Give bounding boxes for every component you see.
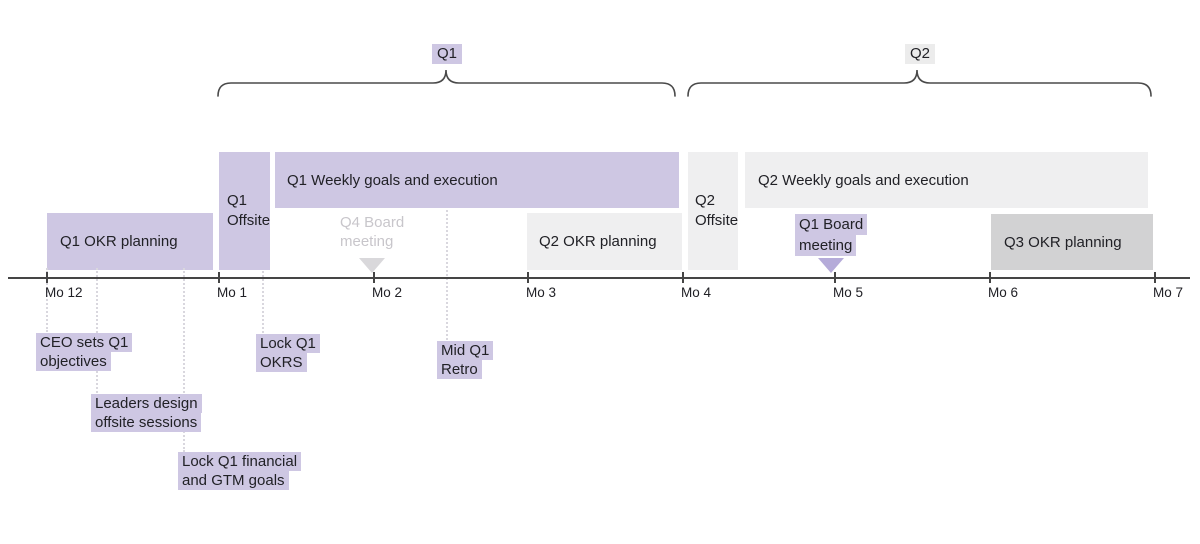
bar-q1-okr-planning: Q1 OKR planning [47, 213, 213, 270]
tick-mo3 [527, 272, 529, 283]
tick-label-mo1: Mo 1 [217, 285, 248, 300]
tick-mo5 [834, 272, 836, 283]
milestone-lock-financial-gtm: Lock Q1 financial and GTM goals [178, 452, 302, 490]
marker-q4-board-meeting: Q4 Board meeting [340, 213, 404, 251]
quarter-label-q1: Q1 [431, 44, 463, 64]
tick-mo4 [682, 272, 684, 283]
marker-label-line2: meeting [795, 235, 857, 256]
bar-q2-weekly-goals: Q2 Weekly goals and execution [745, 152, 1148, 208]
bar-label-line1: Q1 [227, 192, 248, 209]
tick-mo6 [989, 272, 991, 283]
tick-mo7 [1154, 272, 1156, 283]
connector-mid-q1-retro [446, 210, 448, 340]
bar-label: Q3 OKR planning [1004, 233, 1122, 251]
bar-label: Q2 OKR planning [539, 233, 657, 250]
connector-leaders-design [96, 268, 98, 393]
marker-label-line2: meeting [340, 233, 394, 250]
tick-label-mo3: Mo 3 [526, 285, 557, 300]
bar-q2-okr-planning: Q2 OKR planning [527, 213, 682, 270]
milestone-leaders-design-offsite: Leaders design offsite sessions [91, 394, 202, 432]
bar-label: Q2 Weekly goals and execution [758, 171, 969, 189]
milestone-line1: Leaders design [91, 394, 202, 413]
bar-q3-okr-planning: Q3 OKR planning [991, 214, 1153, 270]
tick-mo1 [218, 272, 220, 283]
bar-q1-weekly-goals: Q1 Weekly goals and execution [275, 152, 679, 208]
milestone-mid-q1-retro: Mid Q1 Retro [437, 341, 494, 379]
connector-lock-financial [183, 268, 185, 452]
quarter-braces [217, 69, 1152, 97]
tick-label-mo5: Mo 5 [833, 285, 864, 300]
milestone-line1: Mid Q1 [437, 341, 494, 360]
milestone-line2: Retro [437, 360, 482, 379]
bar-label-line2: Offsite [695, 212, 739, 229]
bar-q1-offsite: Q1 Offsite [219, 152, 270, 270]
tick-label-mo7: Mo 7 [1153, 285, 1184, 300]
milestone-line1: Lock Q1 financial [178, 452, 302, 471]
connector-lock-okrs [262, 271, 264, 333]
tick-label-mo4: Mo 4 [681, 285, 712, 300]
tick-mo12 [46, 272, 48, 283]
tick-label-mo2: Mo 2 [372, 285, 403, 300]
q2-brace-icon [687, 69, 1152, 97]
milestone-lock-okrs: Lock Q1 OKRS [256, 334, 320, 372]
bar-label-line1: Q2 [695, 192, 716, 209]
tick-label-mo6: Mo 6 [988, 285, 1019, 300]
milestone-line1: CEO sets Q1 [36, 333, 133, 352]
marker-q1-board-meeting: Q1 Board meeting [795, 214, 868, 256]
timeline-axis [8, 277, 1190, 279]
bar-label-line2: Offsite [227, 212, 271, 229]
milestone-line1: Lock Q1 [256, 334, 320, 353]
marker-label-line1: Q4 Board [340, 214, 405, 231]
milestone-line2: OKRS [256, 353, 307, 372]
q1-board-meeting-triangle-icon [818, 258, 844, 273]
tick-label-mo12: Mo 12 [45, 285, 83, 300]
marker-label-line1: Q1 Board [795, 214, 868, 235]
bar-label: Q1 OKR planning [60, 233, 178, 250]
tick-mo2 [373, 272, 375, 283]
milestone-line2: offsite sessions [91, 413, 202, 432]
quarter-label-q2: Q2 [904, 44, 936, 64]
connector-ceo-objectives [46, 268, 48, 332]
q4-board-meeting-triangle-icon [359, 258, 385, 273]
q1-brace-icon [217, 69, 676, 97]
bar-q2-offsite: Q2 Offsite [688, 152, 738, 270]
milestone-ceo-sets-objectives: CEO sets Q1 objectives [36, 333, 133, 371]
milestone-line2: and GTM goals [178, 471, 289, 490]
bar-label: Q1 Weekly goals and execution [287, 171, 498, 189]
milestone-line2: objectives [36, 352, 111, 371]
